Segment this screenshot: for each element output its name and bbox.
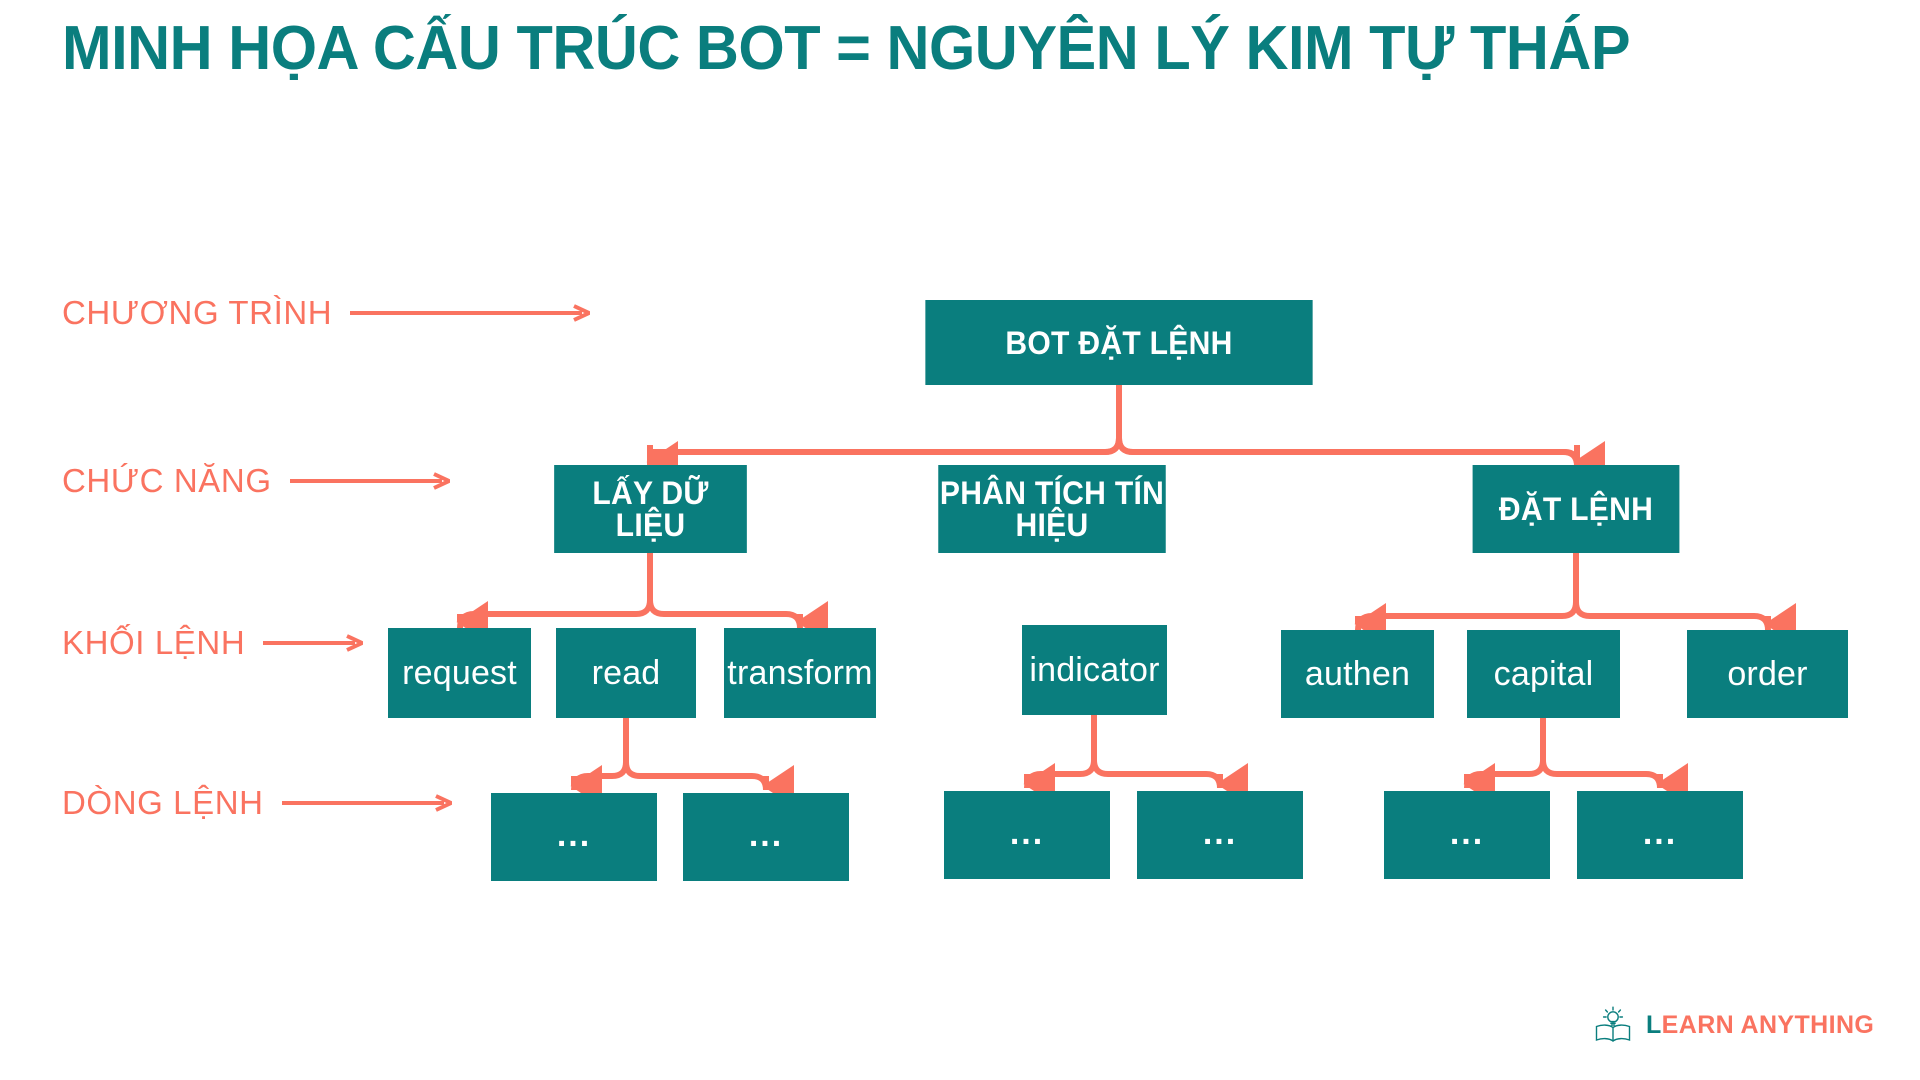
row-arrow-icon <box>281 794 452 812</box>
indicator-bus-left <box>1024 759 1097 789</box>
node-dat-lenh[interactable]: ĐẶT LỆNH <box>1472 465 1680 553</box>
row-label-text: KHỐI LỆNH <box>62 624 246 661</box>
row-arrow-icon <box>289 472 450 490</box>
node-request[interactable]: request <box>388 628 531 718</box>
brand-text-lead: L <box>1646 1010 1662 1039</box>
row-label-chuong-trinh: CHƯƠNG TRÌNH <box>62 294 591 332</box>
node-ellipsis-2[interactable]: ... <box>683 793 849 881</box>
root-bus-left <box>647 437 1122 467</box>
row-label-text: CHỨC NĂNG <box>62 462 272 499</box>
node-authen[interactable]: authen <box>1281 630 1434 718</box>
node-bot-dat-lenh[interactable]: BOT ĐẶT LỆNH <box>925 300 1313 385</box>
l2a-bus-left <box>457 599 653 629</box>
row-label-text: CHƯƠNG TRÌNH <box>62 294 333 331</box>
node-ellipsis-1[interactable]: ... <box>491 793 657 881</box>
node-ellipsis-3[interactable]: ... <box>944 791 1110 879</box>
l2a-bus-right <box>647 599 803 629</box>
root-bus-right-line <box>1116 437 1580 465</box>
page-title: MINH HỌA CẤU TRÚC BOT = NGUYÊN LÝ KIM TỰ… <box>62 14 1631 83</box>
row-label-chuc-nang: CHỨC NĂNG <box>62 462 450 500</box>
brand-text: LEARN ANYTHING <box>1646 1011 1874 1040</box>
node-phan-tich-tin-hieu[interactable]: PHÂN TÍCH TÍN HIỆU <box>938 465 1166 553</box>
node-ellipsis-5[interactable]: ... <box>1384 791 1550 879</box>
node-indicator[interactable]: indicator <box>1022 625 1167 715</box>
node-capital[interactable]: capital <box>1467 630 1620 718</box>
capital-bus-right <box>1540 759 1663 789</box>
read-bus-left <box>571 761 629 791</box>
row-label-dong-lenh: DÒNG LỆNH <box>62 784 452 822</box>
row-label-khoi-lenh: KHỐI LỆNH <box>62 624 364 662</box>
node-ellipsis-6[interactable]: ... <box>1577 791 1743 879</box>
node-ellipsis-4[interactable]: ... <box>1137 791 1303 879</box>
read-bus-right <box>623 761 769 791</box>
indicator-bus-right <box>1091 759 1223 789</box>
l2c-bus-right <box>1573 601 1771 631</box>
root-bus-right <box>1116 437 1580 467</box>
node-read[interactable]: read <box>556 628 696 718</box>
node-lay-du-lieu[interactable]: LẤY DỮ LIỆU <box>554 465 747 553</box>
row-arrow-icon <box>263 634 364 652</box>
capital-bus-left <box>1464 759 1546 789</box>
row-arrow-icon <box>350 304 591 322</box>
brand-text-rest: EARN ANYTHING <box>1661 1010 1875 1039</box>
node-order[interactable]: order <box>1687 630 1848 718</box>
book-lightbulb-icon <box>1595 1006 1631 1042</box>
root-bus-left-line <box>647 437 1122 466</box>
brand-logo: LEARN ANYTHING <box>1592 1005 1874 1045</box>
row-label-text: DÒNG LỆNH <box>62 784 264 821</box>
l2c-bus-left <box>1355 601 1579 631</box>
node-transform[interactable]: transform <box>724 628 876 718</box>
